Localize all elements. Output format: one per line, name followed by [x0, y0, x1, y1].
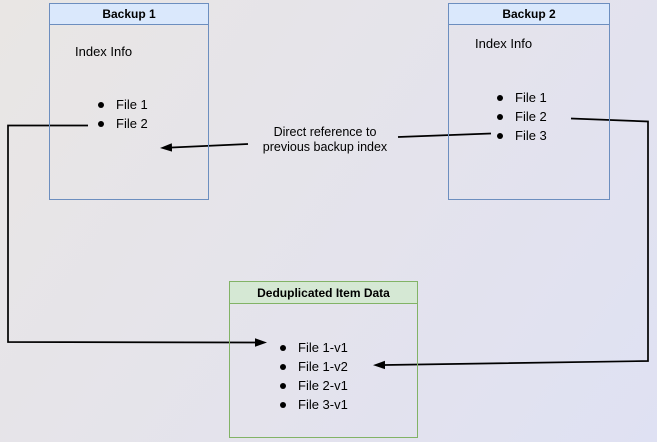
list-item: File 1	[449, 88, 611, 107]
bullet-icon	[497, 94, 503, 101]
backup2-file-list: File 1 File 2 File 3	[449, 88, 611, 145]
bullet-icon	[497, 132, 503, 139]
backup1-title: Backup 1	[102, 7, 156, 21]
bullet-icon	[98, 120, 104, 127]
list-item: File 1	[50, 95, 210, 114]
list-item: File 3-v1	[232, 395, 417, 414]
backup1-file-list: File 1 File 2	[50, 95, 210, 133]
list-item: File 3	[449, 126, 611, 145]
direct-reference-label-line1: Direct reference to	[273, 125, 377, 139]
file-label: File 1	[116, 97, 148, 112]
file-label: File 1	[515, 90, 547, 105]
direct-reference-label: Direct reference to previous backup inde…	[235, 125, 415, 154]
bullet-icon	[98, 101, 104, 108]
file-label: File 1-v1	[298, 340, 348, 355]
file-label: File 2	[515, 109, 547, 124]
bullet-icon	[280, 363, 286, 370]
dedup-file-list: File 1-v1 File 1-v2 File 2-v1 File 3-v1	[232, 338, 417, 414]
dedup-title: Deduplicated Item Data	[257, 285, 390, 300]
bullet-icon	[497, 113, 503, 120]
backup1-box: Backup 1 Index Info File 1 File 2	[49, 3, 209, 200]
backup2-box: Backup 2 Index Info File 1 File 2 File 3	[448, 3, 610, 200]
list-item: File 2-v1	[232, 376, 417, 395]
backup2-subtitle: Index Info	[475, 36, 533, 51]
backup1-subtitle: Index Info	[75, 44, 133, 59]
dedup-header: Deduplicated Item Data	[230, 282, 417, 304]
list-item: File 1-v2	[232, 357, 417, 376]
backup1-header: Backup 1	[50, 4, 208, 25]
dedup-box: Deduplicated Item Data File 1-v1 File 1-…	[229, 281, 418, 438]
direct-reference-label-line2: previous backup index	[262, 139, 388, 154]
file-label: File 3	[515, 128, 547, 143]
bullet-icon	[280, 401, 286, 408]
backup2-header: Backup 2	[449, 4, 609, 25]
bullet-icon	[280, 382, 286, 389]
file-label: File 1-v2	[298, 359, 348, 374]
list-item: File 2	[449, 107, 611, 126]
file-label: File 2-v1	[298, 378, 348, 393]
backup2-title: Backup 2	[502, 7, 556, 21]
list-item: File 2	[50, 114, 210, 133]
file-label: File 2	[116, 116, 148, 131]
file-label: File 3-v1	[298, 397, 348, 412]
bullet-icon	[280, 344, 286, 351]
list-item: File 1-v1	[232, 338, 417, 357]
